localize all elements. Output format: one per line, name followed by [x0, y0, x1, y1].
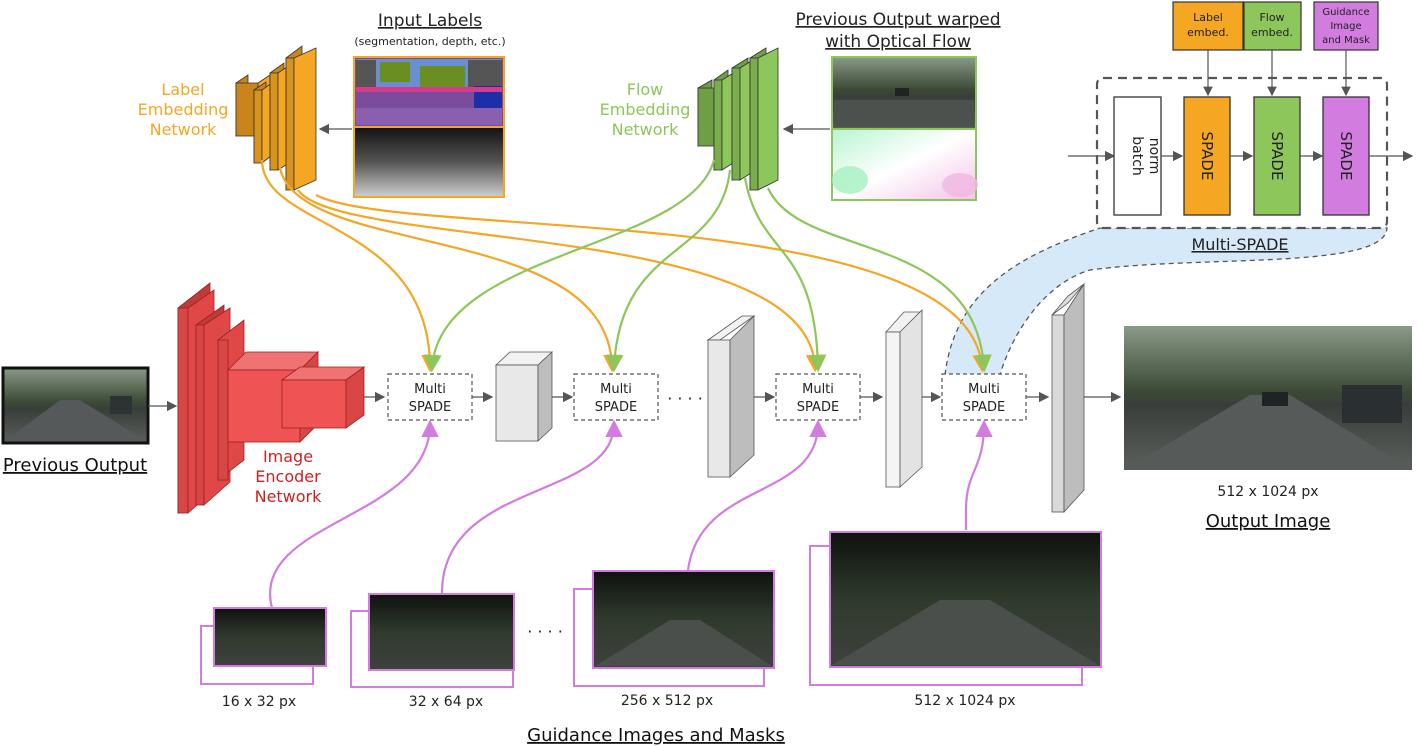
multi-spade-block-1-line1: Multi: [414, 382, 446, 397]
multi-spade-block-4: Multi SPADE: [941, 373, 1027, 421]
image-encoder-text-3: Network: [255, 487, 323, 506]
ellipsis-guidance: · · · ·: [527, 622, 563, 641]
flow-embed-text-2: embed.: [1251, 26, 1293, 39]
multi-spade-block-2-line1: Multi: [600, 382, 632, 397]
guidance-image-256x512: [573, 570, 775, 687]
multi-spade-box: [1095, 76, 1389, 230]
flow-embedding-network: [697, 47, 779, 191]
previous-output-label: Previous Output: [3, 455, 147, 476]
guidance-size-3: 256 x 512 px: [621, 693, 713, 709]
label-embedding-text-2: Embedding: [138, 100, 229, 119]
multi-spade-block-1: Multi SPADE: [387, 373, 473, 421]
input-labels-title: Input Labels: [378, 11, 482, 31]
guidance-size-1: 16 x 32 px: [222, 694, 296, 710]
input-labels-subtitle: (segmentation, depth, etc.): [354, 35, 505, 48]
decoder-block-2: [706, 315, 756, 478]
multi-spade-block-2: Multi SPADE: [573, 373, 659, 421]
label-embedding-network: [235, 45, 317, 191]
flow-embedding-text-2: Embedding: [600, 100, 691, 119]
segmentation-map: [353, 56, 505, 128]
guidance-image-16x32: [200, 607, 327, 685]
multi-spade-block-3: Multi SPADE: [775, 373, 861, 421]
decoder-block-3: [885, 309, 923, 488]
output-image-photo: [1124, 326, 1412, 470]
depth-map: [353, 126, 505, 198]
spade-label-text: SPADE: [1198, 132, 1216, 181]
guidance-image-32x64: [350, 593, 515, 688]
guidance-connections: [269, 419, 993, 609]
decoder-block-4: [1051, 282, 1085, 514]
guidance-size-4: 512 x 1024 px: [914, 693, 1015, 709]
optical-flow-map: [831, 128, 978, 201]
prev-warped-title-1: Previous Output warped: [795, 10, 1000, 30]
image-encoder-text-1: Image: [263, 447, 313, 466]
image-encoder-text-2: Encoder: [255, 467, 321, 486]
multi-spade-block-3-line1: Multi: [802, 382, 834, 397]
guidance-image-512x1024: [809, 531, 1102, 686]
guidance-embed-text-3: and Mask: [1322, 35, 1370, 46]
multi-spade-block-4-line2: SPADE: [963, 400, 1005, 415]
flow-embedding-text-3: Network: [612, 120, 680, 139]
spade-guidance-box: [1322, 96, 1370, 216]
spade-guidance-text: SPADE: [1337, 132, 1355, 181]
flow-connections: [424, 159, 992, 373]
output-size-label: 512 x 1024 px: [1217, 484, 1318, 500]
decoder-block-1: [494, 351, 554, 442]
guidance-size-2: 32 x 64 px: [409, 694, 483, 710]
spade-label-box: [1183, 96, 1231, 216]
output-image-label: Output Image: [1206, 511, 1331, 532]
label-connections: [260, 159, 990, 373]
warped-photo: [831, 56, 977, 130]
guidance-title: Guidance Images and Masks: [527, 725, 785, 746]
batch-norm-box: [1113, 96, 1162, 216]
multi-spade-block-3-line2: SPADE: [797, 400, 839, 415]
flow-embedding-text-1: Flow: [627, 80, 664, 99]
multi-spade-highlight: [944, 227, 1388, 376]
guidance-embed-text-2: Image: [1330, 21, 1361, 32]
guidance-embed-text-1: Guidance: [1322, 7, 1369, 18]
guidance-embed-box: [1313, 1, 1379, 51]
previous-output-photo: [1, 366, 150, 445]
multi-spade-block-2-line2: SPADE: [595, 400, 637, 415]
flow-embed-text-1: Flow: [1259, 11, 1284, 24]
batch-norm-label-1: batch: [1129, 136, 1145, 176]
label-embed-box: [1172, 1, 1244, 51]
label-embed-text-1: Label: [1193, 11, 1223, 24]
flow-embed-box: [1243, 1, 1302, 51]
image-encoder-network: [177, 282, 366, 514]
ellipsis-main: · · · ·: [667, 389, 703, 408]
label-embedding-text-1: Label: [161, 80, 204, 99]
spade-flow-text: SPADE: [1268, 132, 1286, 181]
label-embed-text-2: embed.: [1187, 26, 1229, 39]
label-embedding-text-3: Network: [150, 120, 218, 139]
batch-norm-label-2: norm: [1146, 138, 1162, 175]
multi-spade-block-1-line2: SPADE: [409, 400, 451, 415]
multi-spade-title: Multi-SPADE: [1191, 235, 1288, 254]
prev-warped-title-2: with Optical Flow: [825, 32, 971, 52]
multi-spade-block-4-line1: Multi: [968, 382, 1000, 397]
